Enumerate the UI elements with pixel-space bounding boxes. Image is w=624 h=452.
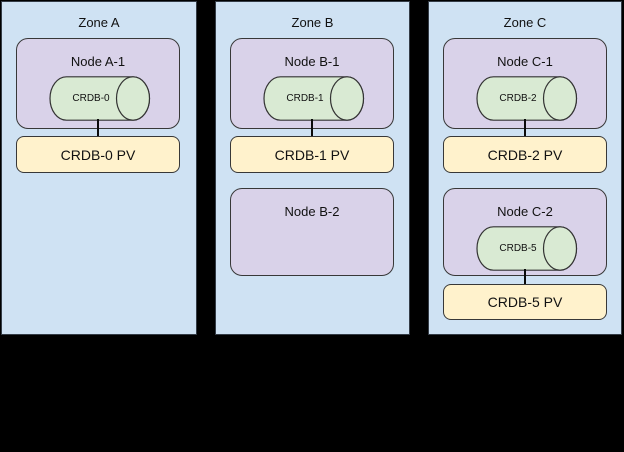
connector-line	[524, 269, 526, 285]
zone-a-title: Zone A	[78, 15, 120, 30]
node-c1-box: Node C-1 CRDB-2	[443, 38, 607, 129]
crdb-2-pv-label: CRDB-2 PV	[487, 146, 563, 163]
crdb-1-label: CRDB-1	[286, 93, 324, 104]
crdb-5-pv-label: CRDB-5 PV	[487, 294, 563, 310]
zone-a-panel: Zone A Node A-1 CRDB-0 CRDB-0 PV	[1, 1, 197, 335]
node-c1-label: Node C-1	[497, 54, 553, 69]
node-a1-label: Node A-1	[70, 54, 126, 69]
crdb-2-pv-box: CRDB-2 PV	[443, 136, 607, 173]
crdb-0-pv-label: CRDB-0 PV	[60, 146, 136, 163]
crdb-5-database-cylinder-icon: CRDB-5	[474, 226, 579, 271]
crdb-0-label: CRDB-0	[72, 93, 110, 104]
zone-b-panel: Zone B Node B-1 CRDB-1 CRDB-1 PV Node B-…	[215, 1, 410, 335]
crdb-1-pv-box: CRDB-1 PV	[230, 136, 394, 173]
node-c2-label: Node C-2	[497, 204, 553, 219]
crdb-5-pv-box: CRDB-5 PV	[443, 284, 607, 320]
crdb-2-label: CRDB-2	[499, 93, 537, 104]
zone-b-title: Zone B	[291, 15, 334, 30]
node-b1-box: Node B-1 CRDB-1	[230, 38, 394, 129]
crdb-1-pv-label: CRDB-1 PV	[274, 146, 350, 163]
connector-line	[311, 119, 313, 137]
crdb-1-database-cylinder-icon: CRDB-1	[261, 76, 366, 121]
crdb-2-database-cylinder-icon: CRDB-2	[474, 76, 579, 121]
crdb-0-database-cylinder-icon: CRDB-0	[47, 76, 152, 121]
connector-line	[524, 119, 526, 137]
node-b1-label: Node B-1	[284, 54, 340, 69]
node-c2-box: Node C-2 CRDB-5	[443, 188, 607, 276]
zone-c-title: Zone C	[503, 15, 547, 30]
crdb-0-pv-box: CRDB-0 PV	[16, 136, 180, 173]
node-b2-box: Node B-2	[230, 188, 394, 276]
node-b2-label: Node B-2	[284, 204, 340, 219]
node-a1-box: Node A-1 CRDB-0	[16, 38, 180, 129]
connector-line	[97, 119, 99, 137]
crdb-5-label: CRDB-5	[499, 243, 537, 254]
zone-c-panel: Zone C Node C-1 CRDB-2 CRDB-2 PV Node C-…	[428, 1, 622, 335]
